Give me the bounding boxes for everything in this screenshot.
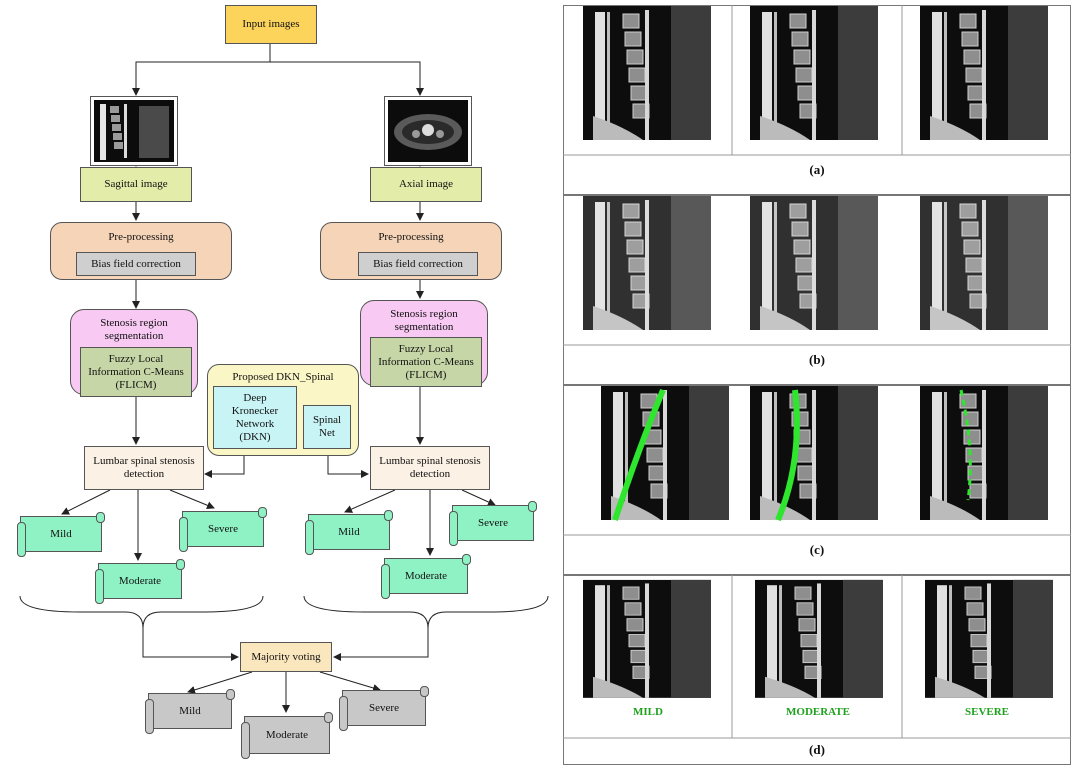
- mri-c-3: [919, 385, 1049, 521]
- panel-c: [563, 385, 1071, 575]
- dkn-box: Deep Kronecker Network (DKN): [213, 386, 297, 449]
- severe-scroll-right: Severe: [449, 501, 537, 546]
- mild-scroll-left: Mild: [17, 512, 105, 557]
- mri-b-1: [582, 195, 712, 331]
- mri-b-3: [919, 195, 1049, 331]
- mri-a-3: [919, 5, 1049, 141]
- severe-label-right: Severe: [478, 517, 508, 529]
- flicm-box-right: Fuzzy Local Information C-Means (FLICM): [370, 337, 482, 387]
- mri-grid: [563, 5, 1071, 739]
- bias-correction-label-left: Bias field correction: [91, 257, 181, 270]
- mild-scroll-right: Mild: [305, 510, 393, 555]
- mri-c-2: [749, 385, 879, 522]
- bias-correction-label-right: Bias field correction: [373, 257, 463, 270]
- caption-d: (d): [809, 742, 825, 757]
- severe-scroll-final: Severe: [339, 686, 429, 731]
- caption-a: (a): [809, 162, 825, 177]
- detection-label-left: Lumbar spinal stenosis detection: [93, 455, 195, 480]
- grade-label-moderate: MODERATE: [786, 706, 850, 718]
- moderate-label-left: Moderate: [118, 575, 162, 587]
- mri-d-2: [754, 579, 884, 699]
- sagittal-image-label: Sagittal image: [104, 178, 168, 190]
- axial-image-box: Axial image: [370, 167, 482, 202]
- mri-c-1: [600, 385, 730, 521]
- severe-label-final: Severe: [369, 702, 399, 714]
- bias-correction-box-left: Bias field correction: [76, 252, 196, 276]
- segmentation-label-right: Stenosis region segmentation: [390, 308, 458, 333]
- segmentation-label-left: Stenosis region segmentation: [100, 317, 168, 342]
- detection-box-right: Lumbar spinal stenosis detection: [370, 446, 490, 490]
- grade-label-severe: SEVERE: [964, 706, 1010, 718]
- preprocessing-label-right: Pre-processing: [378, 231, 444, 243]
- caption-b: (b): [809, 352, 825, 367]
- moderate-scroll-final: Moderate: [241, 712, 333, 759]
- detection-label-right: Lumbar spinal stenosis detection: [379, 455, 481, 480]
- detection-box-left: Lumbar spinal stenosis detection: [84, 446, 204, 490]
- panel-d: [563, 575, 1071, 765]
- proposed-dkn-spinal-label: Proposed DKN_Spinal: [232, 371, 334, 383]
- connector-lines: [19, 44, 549, 713]
- axial-image-label: Axial image: [398, 178, 454, 190]
- mri-d-1: [582, 579, 712, 699]
- majority-voting-box: Majority voting: [240, 642, 332, 672]
- panel-b: [563, 195, 1071, 385]
- moderate-scroll-right: Moderate: [381, 554, 471, 599]
- mri-a-1: [582, 5, 712, 141]
- moderate-label-right: Moderate: [404, 570, 448, 582]
- mri-b-2: [749, 195, 879, 331]
- flicm-label-left: Fuzzy Local Information C-Means (FLICM): [88, 352, 184, 391]
- mild-label-left: Mild: [50, 528, 72, 540]
- input-images-label: Input images: [242, 18, 300, 30]
- caption-c: (c): [809, 542, 825, 557]
- axial-mri-image: [388, 100, 468, 162]
- sagittal-image-box: Sagittal image: [80, 167, 192, 202]
- mri-a-2: [749, 5, 879, 141]
- flicm-label-right: Fuzzy Local Information C-Means (FLICM): [378, 342, 474, 381]
- bias-correction-box-right: Bias field correction: [358, 252, 478, 276]
- axial-thumbnail: [384, 96, 472, 166]
- input-images-box: Input images: [225, 5, 317, 44]
- severe-label-left: Severe: [208, 523, 238, 535]
- sagittal-thumbnail: [90, 96, 178, 166]
- grade-label-mild: MILD: [633, 706, 663, 718]
- severe-scroll-left: Severe: [179, 507, 267, 552]
- mri-d-3: [924, 579, 1054, 699]
- mild-label-right: Mild: [338, 526, 360, 538]
- spinalnet-label: Spinal Net: [312, 414, 342, 439]
- moderate-scroll-left: Moderate: [95, 559, 185, 604]
- dkn-label: Deep Kronecker Network (DKN): [231, 391, 279, 443]
- flicm-box-left: Fuzzy Local Information C-Means (FLICM): [80, 347, 192, 397]
- majority-voting-label: Majority voting: [251, 650, 321, 663]
- mild-scroll-final: Mild: [145, 689, 235, 734]
- moderate-label-final: Moderate: [265, 729, 309, 741]
- panel-a: [563, 5, 1071, 195]
- preprocessing-label-left: Pre-processing: [108, 231, 174, 243]
- sagittal-mri-image: [94, 100, 174, 162]
- mild-label-final: Mild: [179, 705, 201, 717]
- spinalnet-box: Spinal Net: [303, 405, 351, 449]
